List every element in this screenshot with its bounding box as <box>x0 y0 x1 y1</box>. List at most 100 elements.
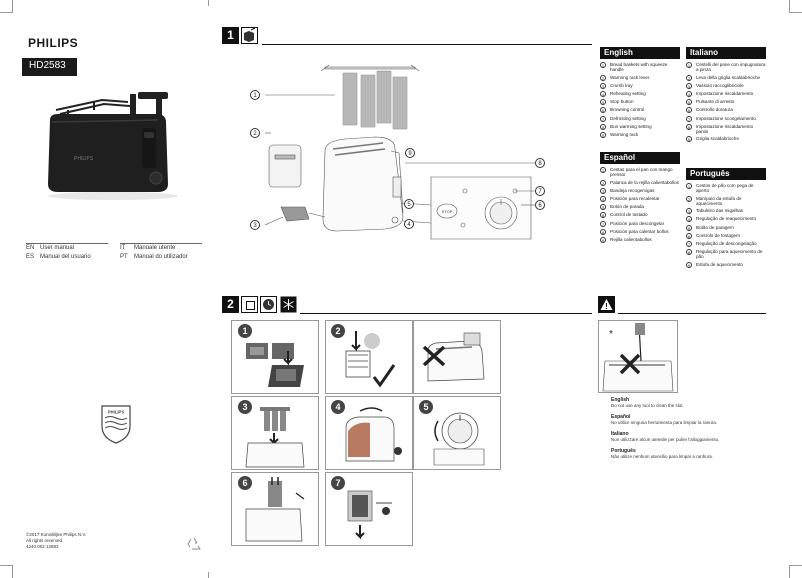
stop-label: STOP <box>442 209 453 214</box>
legend-item-number: 3 <box>686 208 692 215</box>
toaster-product-image: PHILIPS <box>48 92 178 200</box>
warning-illustration: * <box>602 323 674 392</box>
svg-text:PHILIPS: PHILIPS <box>74 156 94 162</box>
legend-item-number: 6 <box>600 212 606 219</box>
legend-item-label: Leva della griglia scaldabrioche <box>696 74 761 80</box>
legend-item-label: Cestelli del pane con impugnatura a pinz… <box>696 62 766 73</box>
legend-item-number: 4 <box>600 195 606 202</box>
recycle-icon <box>187 537 201 550</box>
legend-item-number: 4 <box>686 216 692 223</box>
warning-text-it: Non utilizzare alcun utensile per pulire… <box>611 437 720 442</box>
legend-item-number: 1 <box>686 183 692 189</box>
model-number: HD2583 <box>29 60 66 71</box>
callout-5: 5 <box>404 199 414 209</box>
legend-item-number: 7 <box>600 115 606 122</box>
legend-item-number: 3 <box>600 187 606 194</box>
legend-item-number: 4 <box>686 90 692 97</box>
legend-item-label: Botão de paragem <box>696 224 734 230</box>
legend-item-number: 7 <box>686 240 692 247</box>
legend-item-label: Impostazione riscaldamento <box>696 90 754 96</box>
warning-lang-pt: Português <box>611 448 636 454</box>
callout-1: 1 <box>250 90 260 100</box>
step-2b-illustration <box>422 332 485 382</box>
warning-lang-it: Italiano <box>611 431 629 437</box>
legend-item-number: 6 <box>686 107 692 114</box>
warning-rule <box>618 313 766 314</box>
legend-item-label: Estufa de aquecimento <box>696 261 743 267</box>
legend-item-number: 7 <box>600 220 606 227</box>
legend-item-number: 9 <box>600 131 606 138</box>
legend-espanol-title: Español <box>600 152 680 164</box>
crop-mark <box>789 565 802 578</box>
legend-item-number: 8 <box>686 249 692 256</box>
legend-item-label: Rejilla calientabollos <box>610 236 652 242</box>
legend-item-label: Regulação de reaquecimento <box>696 216 757 222</box>
timer-icon <box>260 296 277 313</box>
legend-item-label: Control de tostado <box>610 212 648 218</box>
legend-item-label: Impostazione riscaldamento panini <box>696 123 754 134</box>
legend-item: 3 Crumb tray <box>600 82 680 89</box>
legend-item-number: 5 <box>600 99 606 106</box>
warning-illustration-frame: * <box>598 320 678 393</box>
legend-item-label: Botón de parada <box>610 204 644 210</box>
section-1-rule <box>262 44 592 45</box>
language-divider <box>120 243 202 244</box>
square-icon <box>241 296 258 313</box>
legend-item: 6 Controllo doratura <box>686 107 766 114</box>
legend-item: 4 Impostazione riscaldamento <box>686 90 766 97</box>
svg-text:*: * <box>609 329 613 340</box>
callout-9: 9 <box>405 148 415 158</box>
section-2-number: 2 <box>222 296 239 313</box>
step-1-illustration <box>246 343 304 387</box>
legend-item-label: Controllo doratura <box>696 107 733 113</box>
callout-7: 7 <box>535 186 545 196</box>
copyright-block: ©2017 Koninklijke Philips N.V. All right… <box>26 532 87 549</box>
callout-4: 4 <box>404 219 414 229</box>
legend-item-number: 8 <box>600 123 606 130</box>
legend-english-title: English <box>600 47 680 59</box>
brand-logo: PHILIPS <box>28 36 79 50</box>
step-7-illustration <box>347 490 392 540</box>
defrost-icon <box>280 296 297 313</box>
step-panel-2b <box>413 320 501 394</box>
fold-line <box>208 572 209 578</box>
warning-text-en: Do not use any tool to clean the slot. <box>611 403 684 408</box>
legend-item-number: 8 <box>686 123 692 130</box>
step-4-illustration <box>345 407 402 462</box>
legend-item-number: 7 <box>686 115 692 122</box>
callout-6: 6 <box>535 200 545 210</box>
legend-item-number: 3 <box>600 82 606 89</box>
legend-item-number: 6 <box>686 232 692 239</box>
legend-item-label: Crumb tray <box>610 82 633 88</box>
legend-item-label: Reheating setting <box>610 90 646 96</box>
step-7-number: 7 <box>331 476 345 490</box>
warning-lang-en: English <box>611 397 630 403</box>
legend-portugues-title: Português <box>686 168 766 180</box>
legend-item-number: 9 <box>686 136 692 143</box>
